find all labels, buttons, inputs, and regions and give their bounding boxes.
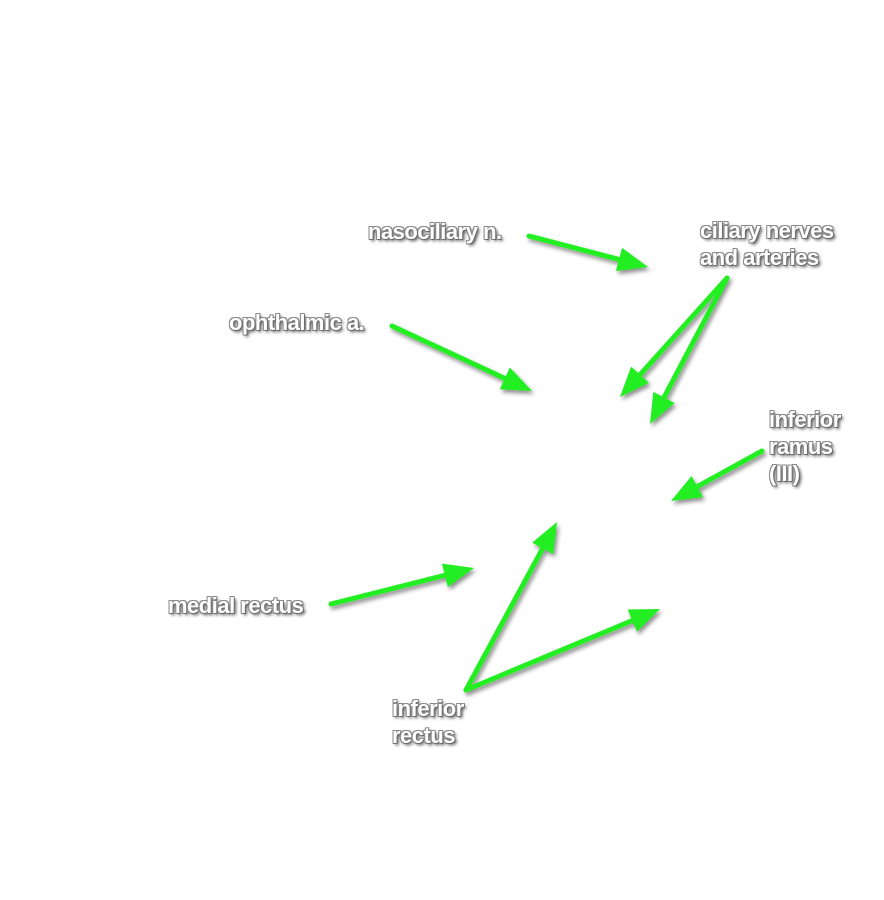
arrow-head [627, 609, 660, 632]
arrow-medial-rectus [328, 563, 474, 607]
label-line: rectus [392, 723, 456, 748]
label-line: and arteries [700, 245, 819, 270]
arrow-shaft [693, 448, 765, 491]
label-ciliary-nerves-and-arteries: ciliary nerves and arteries [700, 217, 834, 271]
arrow-ophthalmic [389, 323, 532, 391]
label-line: ramus [769, 434, 833, 459]
arrow-head [499, 367, 532, 391]
arrow-shaft [660, 275, 730, 402]
arrow-head [532, 522, 557, 555]
label-inferior-rectus: inferior rectus [392, 695, 464, 749]
label-ophthalmic-artery: ophthalmic a. [229, 309, 365, 336]
arrow-head [671, 476, 704, 501]
arrow-head [441, 563, 474, 587]
label-line: ciliary nerves [700, 218, 834, 243]
label-line: (III) [769, 461, 800, 486]
arrow-head [650, 391, 675, 424]
arrow-inferior-ramus [671, 448, 765, 501]
arrow-head [615, 247, 648, 272]
arrow-shaft [389, 323, 510, 382]
arrow-ciliary-left [620, 275, 730, 397]
arrow-inferior-rectus-up [463, 522, 557, 693]
label-medial-rectus: medial rectus [168, 592, 304, 619]
arrow-group [328, 233, 765, 693]
label-nasociliary-nerve: nasociliary n. [368, 218, 502, 245]
arrow-shaft [328, 572, 450, 607]
label-line: ophthalmic a. [229, 310, 365, 335]
arrow-nasociliary [526, 233, 648, 272]
arrow-shaft [526, 233, 624, 263]
label-line: nasociliary n. [368, 219, 502, 244]
arrow-shaft [463, 617, 637, 693]
label-line: inferior [392, 696, 464, 721]
label-inferior-ramus: inferior ramus (III) [769, 406, 841, 487]
arrow-head [620, 366, 649, 397]
arrow-ciliary-right [650, 275, 730, 424]
arrow-shaft [463, 544, 547, 693]
arrow-shaft [636, 275, 730, 379]
label-line: medial rectus [168, 593, 304, 618]
arrow-inferior-rectus-right [463, 609, 660, 693]
label-line: inferior [769, 407, 841, 432]
